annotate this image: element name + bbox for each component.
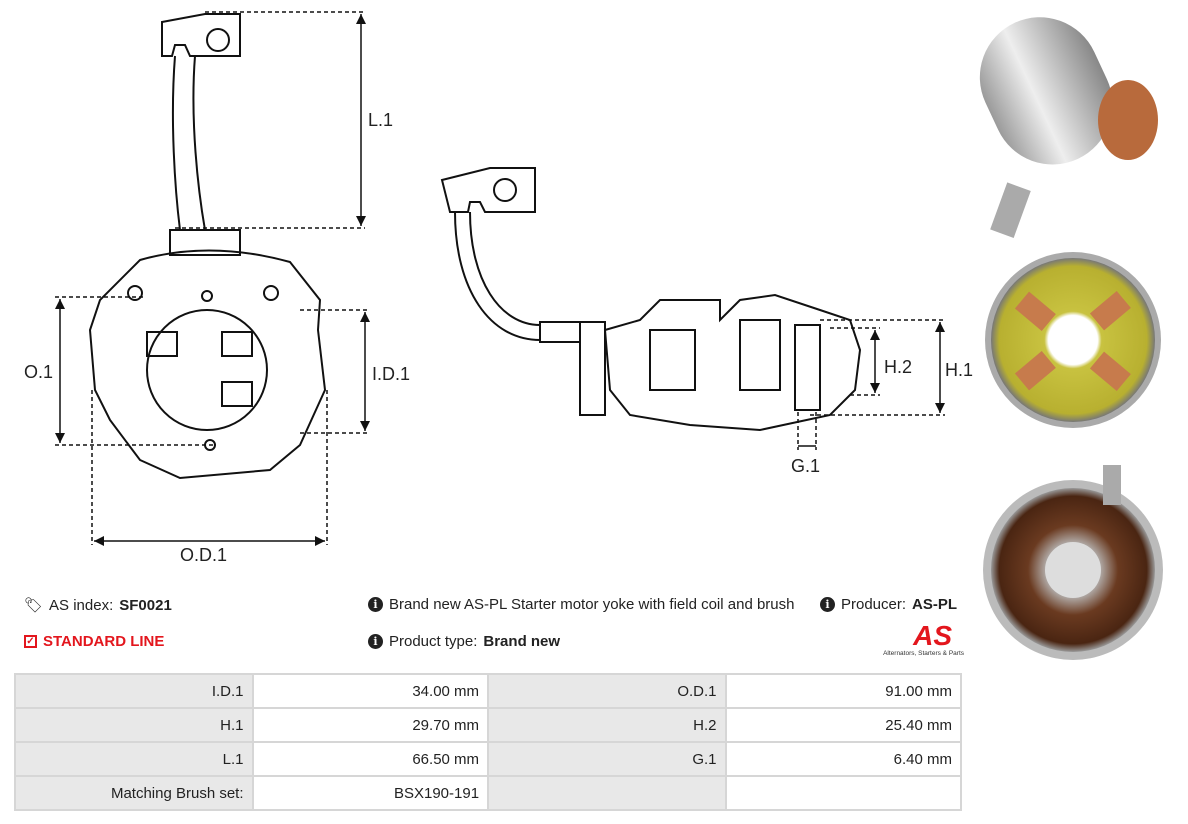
- dim-label-h1: H.1: [945, 360, 974, 380]
- dim-label-id1: I.D.1: [372, 364, 411, 384]
- table-row: L.1 66.50 mm G.1 6.40 mm: [14, 741, 962, 777]
- description-text: Brand new AS-PL Starter motor yoke with …: [389, 596, 795, 613]
- producer: i Producer: AS-PL: [820, 596, 958, 613]
- producer-label: Producer:: [841, 596, 907, 613]
- as-index-value: SF0021: [119, 596, 172, 614]
- standard-line: ✓ STANDARD LINE: [24, 633, 164, 650]
- photo-yoke-assembly: [979, 17, 1158, 165]
- spec-value: [724, 775, 962, 811]
- spec-label: H.2: [487, 707, 727, 743]
- spec-value: 29.70 mm: [251, 707, 490, 743]
- table-row: Matching Brush set: BSX190-191: [14, 775, 962, 811]
- spec-value: 66.50 mm: [251, 741, 490, 777]
- spec-label: L.1: [14, 741, 254, 777]
- producer-value: AS-PL: [912, 596, 958, 613]
- spec-value: 91.00 mm: [724, 673, 962, 709]
- product-type: i Product type: Brand new: [368, 633, 560, 650]
- spec-value: 25.40 mm: [724, 707, 962, 743]
- description: i Brand new AS-PL Starter motor yoke wit…: [368, 596, 839, 613]
- spec-label: I.D.1: [14, 673, 254, 709]
- product-type-label: Product type:: [389, 633, 478, 650]
- dim-label-o1: O.1: [24, 362, 54, 382]
- info-icon: i: [820, 597, 835, 612]
- product-photos: [979, 17, 1163, 660]
- photo-brush-holder: [985, 182, 1161, 428]
- dim-label-h2: H.2: [884, 357, 913, 377]
- logo-tagline: Alternators, Starters & Parts: [883, 650, 964, 657]
- spec-value: 34.00 mm: [251, 673, 490, 709]
- as-index: 🏷︎ AS index: SF0021: [24, 596, 172, 615]
- side-view-drawing: [440, 167, 945, 450]
- spec-label: O.D.1: [487, 673, 727, 709]
- logo-text: AS: [913, 620, 952, 651]
- as-logo: AS Alternators, Starters & Parts: [862, 620, 964, 658]
- standard-line-label: STANDARD LINE: [43, 633, 165, 650]
- spec-value: BSX190-191: [251, 775, 490, 811]
- spec-value: 6.40 mm: [724, 741, 962, 777]
- table-row: I.D.1 34.00 mm O.D.1 91.00 mm: [14, 673, 962, 709]
- table-row: H.1 29.70 mm H.2 25.40 mm: [14, 707, 962, 743]
- specs-table: I.D.1 34.00 mm O.D.1 91.00 mm H.1 29.70 …: [14, 673, 962, 811]
- dim-label-l1: L.1: [368, 110, 394, 130]
- front-view-drawing: [55, 11, 370, 546]
- spec-label: Matching Brush set:: [14, 775, 254, 811]
- info-icon: i: [368, 634, 383, 649]
- as-index-label: AS index:: [49, 596, 114, 614]
- info-icon: i: [368, 597, 383, 612]
- dim-label-od1: O.D.1: [180, 545, 228, 565]
- dim-label-g1: G.1: [791, 456, 821, 476]
- checkbox-icon: ✓: [24, 635, 37, 648]
- tags-icon: 🏷︎: [24, 597, 44, 614]
- spec-label: [487, 775, 727, 811]
- spec-label: H.1: [14, 707, 254, 743]
- spec-label: G.1: [487, 741, 727, 777]
- photo-field-coil: [983, 465, 1163, 660]
- product-type-value: Brand new: [483, 633, 561, 650]
